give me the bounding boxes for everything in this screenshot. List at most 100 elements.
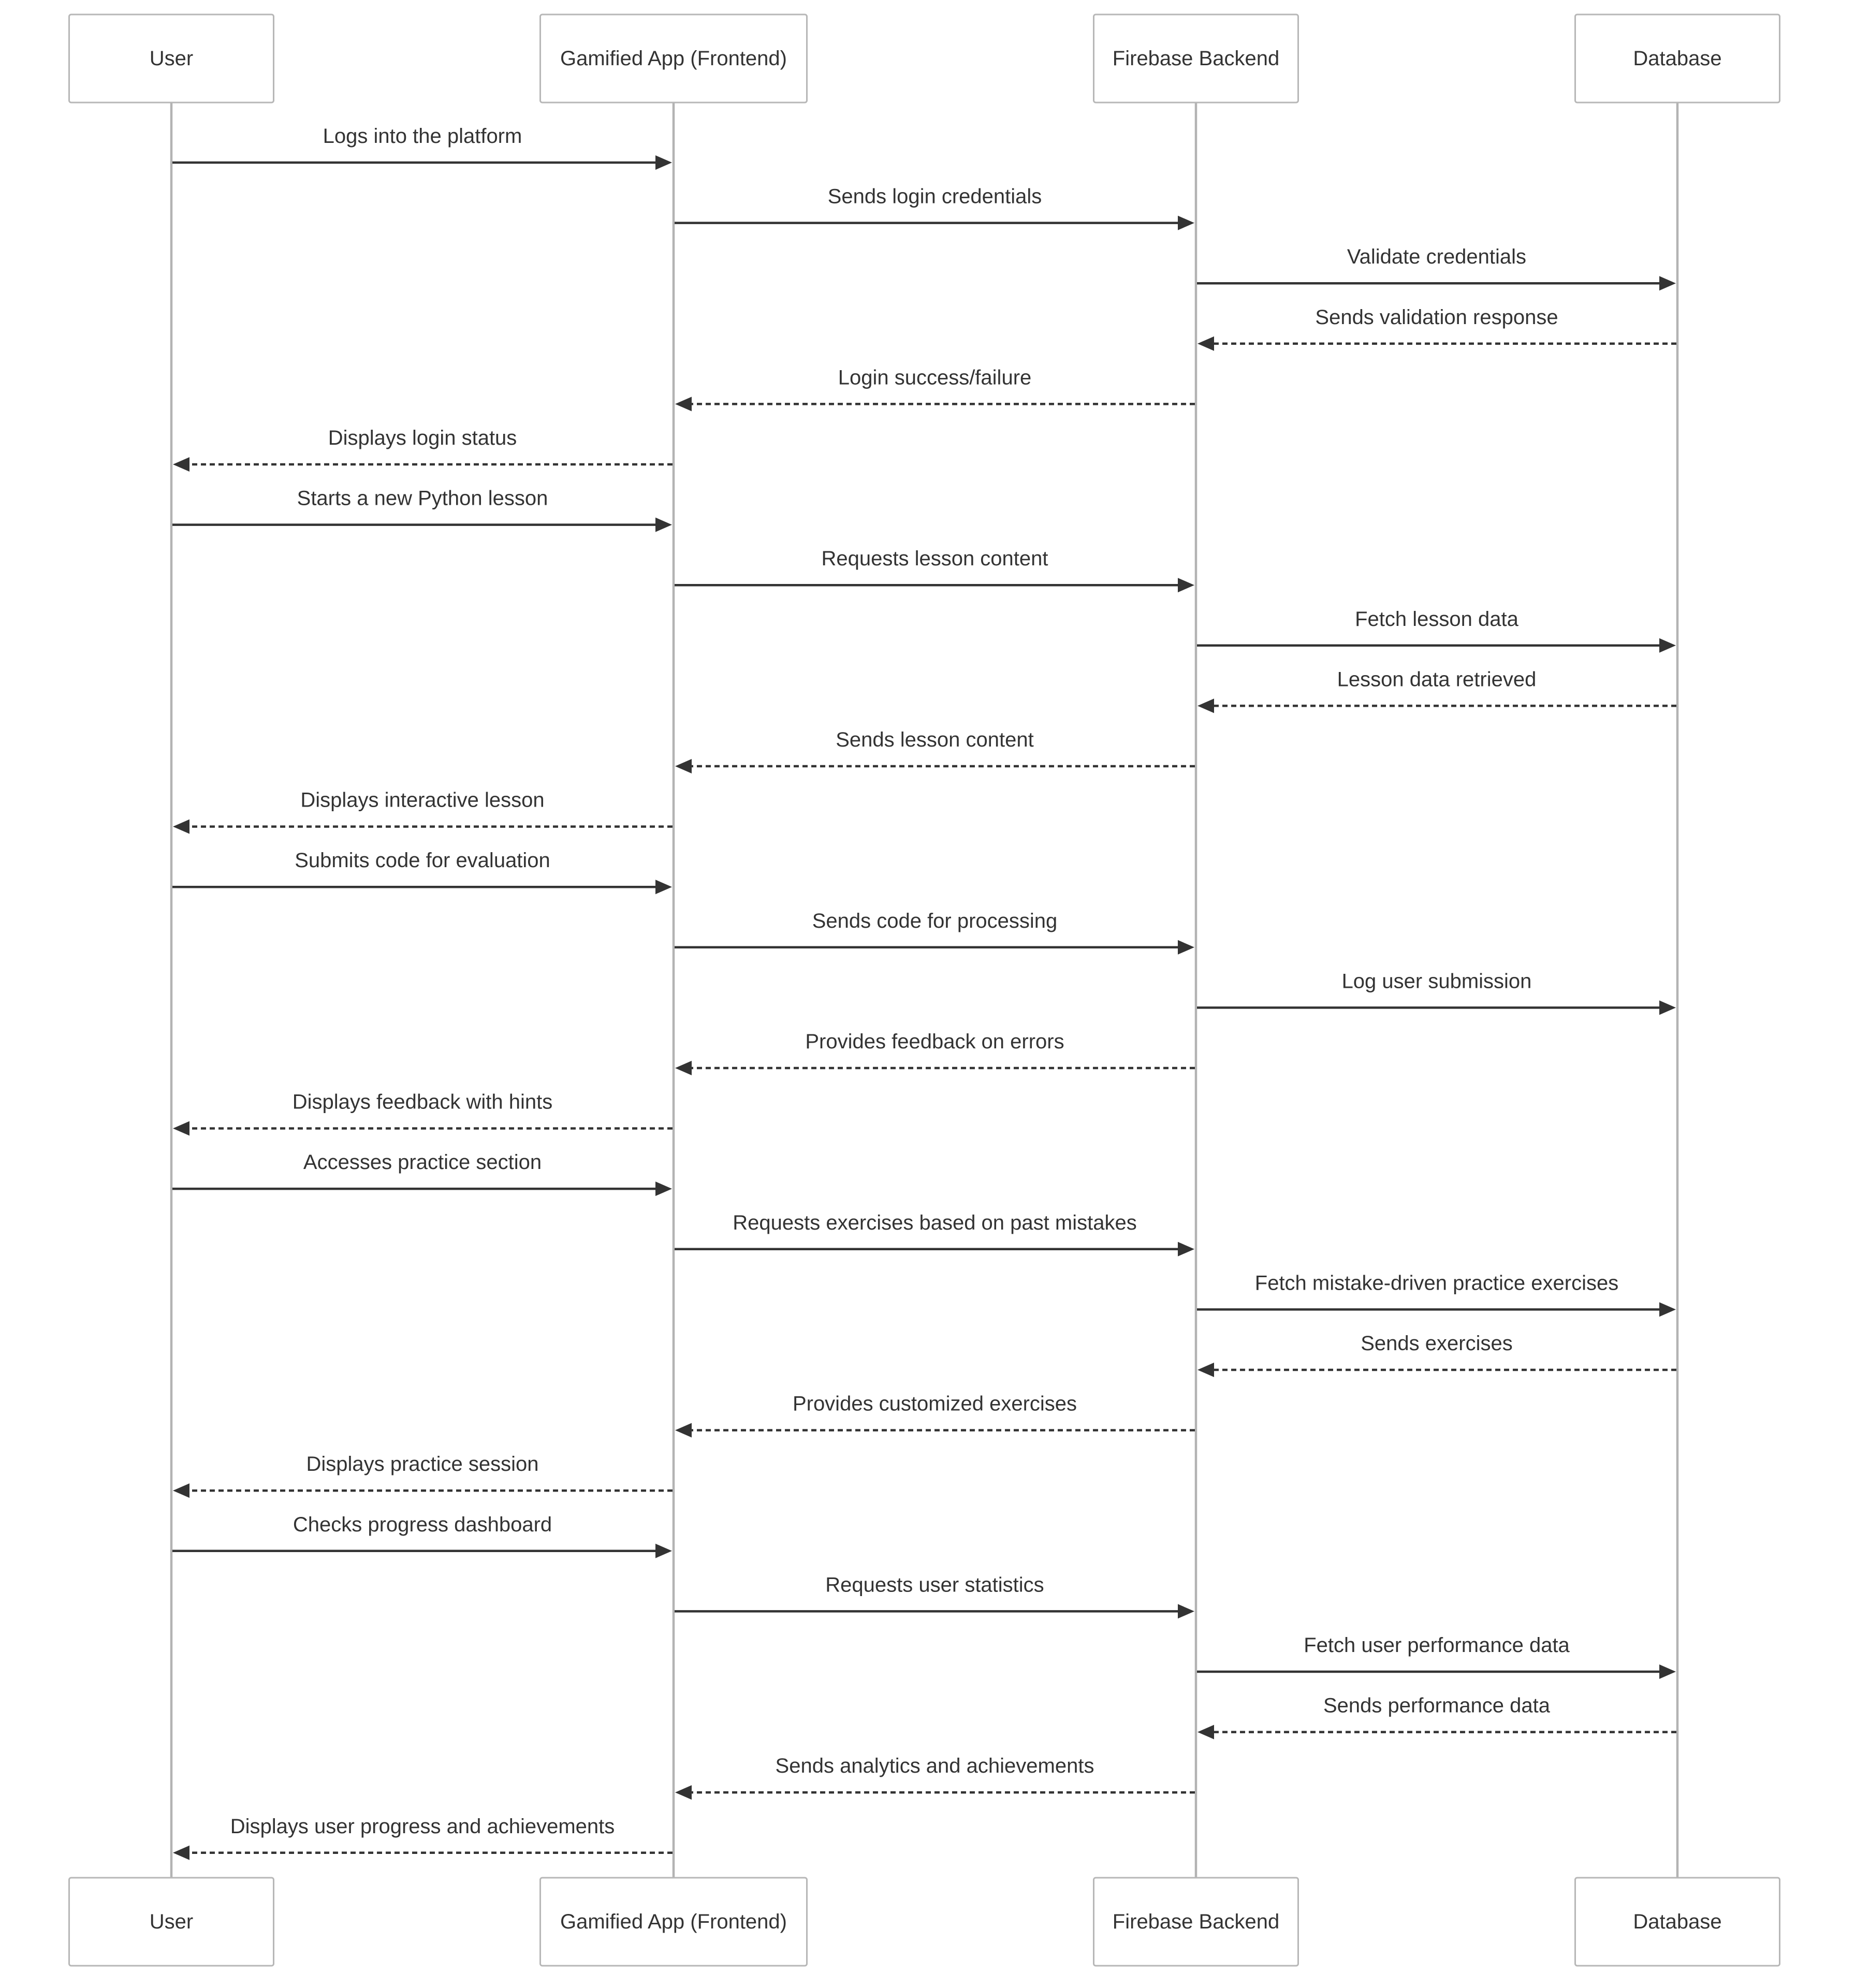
participant-label: User [150,1910,193,1933]
participant-label: Gamified App (Frontend) [560,47,787,70]
message-3: Validate credentials [1197,245,1676,291]
message-label: Requests exercises based on past mistake… [733,1211,1136,1234]
participant-label: Gamified App (Frontend) [560,1910,787,1933]
message-7: Starts a new Python lesson [172,487,672,532]
message-9: Fetch lesson data [1197,608,1676,653]
participant-box [1574,1877,1780,1967]
arrowhead-icon [1659,1302,1676,1317]
arrowhead-icon [655,880,672,895]
participant-label: Database [1633,47,1721,70]
participant-backend-bottom: Firebase Backend [1093,1877,1299,1967]
message-24: Checks progress dashboard [172,1513,672,1558]
message-label: Fetch lesson data [1355,608,1518,631]
message-label: Sends analytics and achievements [776,1755,1094,1777]
message-18: Accesses practice section [172,1151,672,1196]
arrowhead-icon [1197,1363,1214,1377]
message-label: Sends lesson content [836,728,1033,751]
participant-frontend-bottom: Gamified App (Frontend) [539,1877,808,1967]
message-label: Displays login status [328,427,517,449]
message-label: Fetch mistake-driven practice exercises [1255,1271,1618,1294]
message-label: Requests user statistics [825,1573,1044,1596]
message-label: Provides feedback on errors [805,1030,1064,1053]
arrowhead-icon [675,1785,692,1800]
message-label: Requests lesson content [821,547,1048,570]
participant-box [539,1877,808,1967]
message-label: Logs into the platform [323,125,522,148]
message-26: Fetch user performance data [1197,1634,1676,1679]
participant-database-top: Database [1574,13,1780,104]
participant-label: Database [1633,1910,1721,1933]
arrowhead-icon [173,819,189,834]
message-8: Requests lesson content [675,547,1194,593]
arrowhead-icon [1659,1000,1676,1015]
participant-label: Firebase Backend [1113,1910,1279,1933]
message-27: Sends performance data [1197,1694,1676,1740]
message-label: Lesson data retrieved [1337,668,1537,691]
message-label: Login success/failure [838,366,1032,389]
message-21: Sends exercises [1197,1332,1676,1377]
participant-user-top: User [68,13,274,104]
message-6: Displays login status [173,427,673,472]
participant-user-bottom: User [68,1877,274,1967]
message-13: Submits code for evaluation [172,849,672,895]
message-1: Logs into the platform [172,125,672,170]
message-4: Sends validation response [1197,306,1676,351]
participant-box [1574,13,1780,104]
participant-frontend-top: Gamified App (Frontend) [539,13,808,104]
message-16: Provides feedback on errors [675,1030,1195,1075]
message-14: Sends code for processing [675,910,1194,955]
participant-box [1093,1877,1299,1967]
arrowhead-icon [1659,1664,1676,1679]
arrowhead-icon [655,517,672,532]
participant-label: User [150,47,193,70]
arrowhead-icon [675,397,692,412]
participant-box [1093,13,1299,104]
message-29: Displays user progress and achievements [173,1815,673,1860]
message-19: Requests exercises based on past mistake… [675,1211,1194,1256]
message-label: Starts a new Python lesson [297,487,548,510]
participants-bottom: User Gamified App (Frontend) Firebase Back… [68,1877,1780,1967]
message-10: Lesson data retrieved [1197,668,1676,713]
arrowhead-icon [1197,698,1214,713]
message-label: Sends exercises [1361,1332,1512,1355]
arrowhead-icon [675,1061,692,1075]
participant-label: Firebase Backend [1113,47,1279,70]
message-label: Validate credentials [1347,245,1526,268]
message-label: Displays interactive lesson [300,789,544,812]
participant-box [68,13,274,104]
arrowhead-icon [655,1181,672,1196]
message-label: Displays practice session [306,1453,538,1475]
message-20: Fetch mistake-driven practice exercises [1197,1271,1676,1317]
participant-box [539,13,808,104]
arrowhead-icon [1197,336,1214,351]
message-17: Displays feedback with hints [173,1091,673,1136]
message-23: Displays practice session [173,1453,673,1498]
message-12: Displays interactive lesson [173,789,673,834]
message-label: Displays feedback with hints [293,1091,552,1114]
arrowhead-icon [1659,276,1676,291]
message-label: Submits code for evaluation [295,849,550,872]
arrowhead-icon [655,1543,672,1558]
message-label: Provides customized exercises [793,1393,1077,1415]
arrowhead-icon [675,759,692,773]
message-label: Log user submission [1342,970,1532,992]
message-label: Fetch user performance data [1304,1634,1570,1657]
arrowhead-icon [1178,1241,1194,1256]
message-label: Sends validation response [1315,306,1558,329]
message-2: Sends login credentials [675,185,1194,230]
participants-top: User Gamified App (Frontend) Firebase Back… [68,13,1780,104]
arrowhead-icon [173,1483,189,1498]
participant-database-bottom: Database [1574,1877,1780,1967]
message-25: Requests user statistics [675,1573,1194,1619]
arrowhead-icon [655,155,672,170]
arrowhead-icon [173,1121,189,1136]
arrowhead-icon [1178,1604,1194,1619]
arrowhead-icon [173,457,189,472]
message-11: Sends lesson content [675,728,1195,773]
arrowhead-icon [1178,578,1194,593]
message-5: Login success/failure [675,366,1195,412]
message-label: Sends login credentials [828,185,1042,208]
message-label: Checks progress dashboard [293,1513,552,1536]
arrowhead-icon [1178,940,1194,955]
